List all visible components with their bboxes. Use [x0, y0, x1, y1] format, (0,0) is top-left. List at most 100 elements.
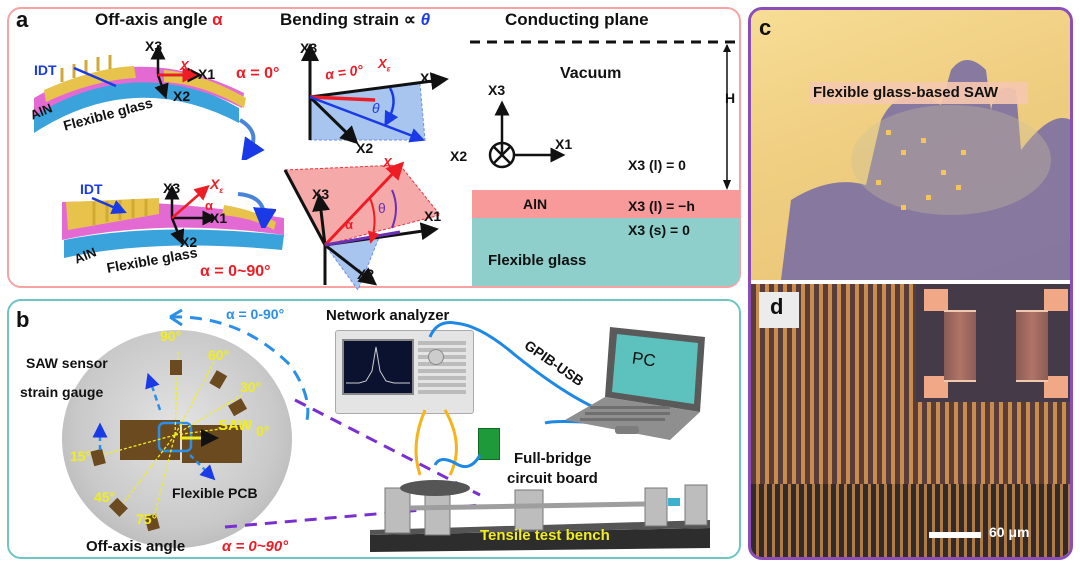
analyzer-keypad: [418, 339, 466, 394]
theta-vector: [309, 95, 426, 143]
analyzer-screen: [342, 339, 414, 395]
axis-xe-label-top: Xε: [180, 58, 193, 76]
pcb-pointer: [189, 454, 216, 481]
pc-label: PC: [630, 348, 657, 371]
axis-x1-label-bottom: X1: [210, 210, 228, 226]
axis-x3-label-mid-top: X3: [300, 40, 318, 56]
rf-cable-2: [443, 409, 458, 476]
idt-finger-ends: [751, 484, 1070, 557]
axis-x3-label-bottom: X3: [163, 180, 181, 196]
xe-sub-mid-bottom: ε: [391, 163, 396, 173]
panel-c-letter: c: [759, 15, 772, 40]
xe-label-mid-bottom: Xε: [383, 155, 396, 173]
angle-label-75: 75°: [136, 511, 158, 527]
curved-arrow-icon-2: [237, 192, 276, 228]
pad-br: [1044, 376, 1068, 398]
flexible-pcb-label: Flexible PCB: [172, 485, 258, 501]
angle-label-90: 90°: [160, 328, 182, 344]
saw-label: SAW: [218, 417, 253, 434]
axis-x1-label-top: X1: [198, 66, 216, 82]
tensile-test-bench: [370, 480, 710, 552]
idt-electrode-left-bottom: [66, 198, 159, 230]
x3-l-minus-h-label: X3 (l) = −h: [628, 198, 695, 214]
saw-sensor-label: SAW sensor: [26, 355, 108, 371]
alpha-label-mid-bottom: α: [345, 217, 353, 232]
height-label: H: [725, 90, 736, 106]
panel-d-micrograph: d 60 μm: [751, 284, 1070, 557]
laptop-trackpad: [615, 426, 639, 434]
theta-symbol: θ: [420, 10, 431, 29]
coupling: [668, 498, 680, 506]
analyzer-knob: [428, 349, 444, 365]
curved-arrow-icon: [238, 118, 265, 160]
pad-tl: [924, 289, 948, 311]
bending-strain-title: Bending strain ∝ θ: [280, 10, 430, 30]
vacuum-label: Vacuum: [560, 65, 622, 82]
alpha-arc-label: α = 0-90°: [226, 306, 285, 322]
zoom-line-upper: [294, 398, 481, 497]
coord-x2-label: X2: [450, 148, 468, 164]
xe-sub-mid-top: ε: [386, 64, 391, 74]
panel-c-photo: [751, 10, 1070, 280]
axis-x2-label-mid-bottom: X2: [357, 266, 375, 282]
scale-bar: [929, 532, 981, 538]
mounted-sample: [400, 480, 470, 496]
axis-x2-label-top: X2: [173, 88, 191, 104]
bending-strain-diagram-bottom: [283, 161, 441, 290]
axis-xe-label-bottom: Xε: [210, 176, 223, 195]
theta-label-mid-bottom: θ: [378, 200, 386, 216]
alpha-range-arc: [169, 315, 310, 428]
bending-strain-text: Bending strain ∝: [280, 10, 421, 29]
gpib-usb-cable: [428, 321, 601, 412]
axis-x2-label-bottom: X2: [180, 234, 198, 250]
x2-axis-line-b: [324, 243, 378, 286]
axis-xe-text-bottom: X: [210, 176, 220, 192]
axis-x1-label-mid-bottom: X1: [424, 208, 442, 224]
conducting-plane-diagram: [470, 40, 737, 190]
height-arrow-top: [723, 44, 731, 52]
alpha-arc: [367, 197, 380, 244]
theta-label-mid-top: θ: [372, 100, 380, 116]
angle-label-30: 30°: [240, 379, 262, 395]
angle-label-60: 60°: [208, 347, 230, 363]
full-bridge-label-line1: Full-bridge: [514, 450, 592, 467]
idt-pointer-arrow-bottom: [91, 196, 127, 214]
bridge-cable: [433, 454, 482, 469]
zoom-line-lower: [224, 503, 481, 529]
xe-vector-b: [323, 161, 405, 247]
panel-b: [7, 299, 741, 559]
diag-back-line: [283, 169, 327, 246]
x2-axis-line: [308, 95, 359, 145]
panel-a: [7, 7, 741, 288]
tensile-bench-label: Tensile test bench: [480, 527, 610, 544]
glass-layer-label: Flexible glass: [488, 252, 587, 269]
flexible-glass-sheet: [851, 105, 1051, 215]
idt-electrode-left: [44, 66, 136, 102]
analyzer-trace: [346, 346, 410, 384]
projection-vector: [324, 230, 401, 247]
bench-base: [370, 528, 710, 552]
full-bridge-board: [478, 428, 500, 460]
laptop-screen: [612, 334, 698, 404]
orange-cables: [414, 409, 482, 476]
panel-a-letter: a: [16, 7, 29, 32]
zoom-lines: [169, 308, 481, 529]
alpha-range-label: α = 0~90°: [200, 263, 271, 280]
axes-top: [150, 44, 203, 100]
alpha-symbol: α: [212, 10, 223, 29]
idt-right: [1016, 310, 1048, 382]
alpha-label-bottom: α: [205, 198, 213, 213]
axis-xe-sub-bottom: ε: [219, 185, 224, 195]
into-page-icon: [488, 141, 516, 169]
network-analyzer-device: [335, 330, 474, 414]
rf-cable-1: [414, 409, 427, 476]
theta-arc-b: [391, 189, 397, 229]
laptop-pc: [565, 327, 705, 440]
x3-axis-line-b: [312, 193, 330, 246]
angle-label-0: 0°: [256, 423, 270, 439]
xe-label-mid-top: Xε: [378, 56, 391, 74]
strain-gauge-label: strain gauge: [20, 384, 104, 400]
axis-x1-label-mid-top: X1: [420, 70, 438, 86]
idt-label-top: IDT: [34, 62, 57, 78]
axis-x2-label-mid-top: X2: [356, 140, 374, 156]
